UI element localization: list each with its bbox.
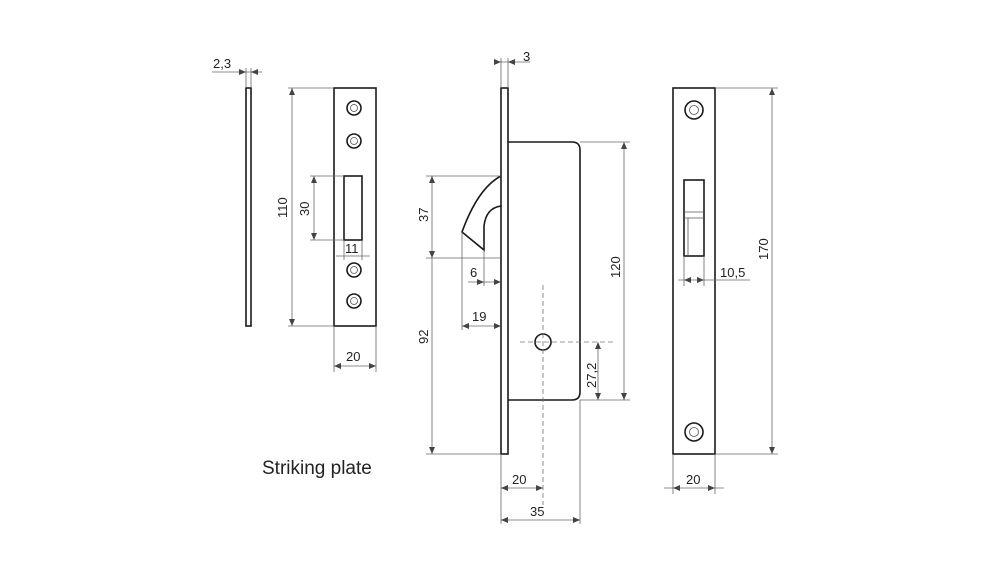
faceplate-front-view: 170 10,5 20 [664,87,778,494]
striking-plate-side-view: 2,3 [212,56,262,327]
striking-plate-front-view: 110 30 11 20 [275,87,377,372]
dim-backset-hook: 19 [472,309,486,324]
dim-faceplate-slot: 10,5 [720,265,745,280]
dim-case-height: 120 [608,256,623,278]
dim-faceplate-height: 170 [756,238,771,260]
dim-plate-slot-height: 30 [297,202,312,216]
caption-striking-plate: Striking plate [262,458,372,479]
dim-plate-height: 110 [275,197,290,218]
dim-faceplate-width: 20 [686,472,700,487]
dim-case-depth: 35 [530,504,544,519]
dim-bottom-to-hook: 92 [416,330,431,344]
dim-plate-slot-width: 11 [345,241,359,256]
dim-hook-throw: 6 [470,265,477,280]
dim-spindle-height: 27,2 [584,363,599,388]
dim-lock-face-thickness: 3 [523,49,530,64]
dim-hook-height: 37 [416,208,431,222]
dim-plate-thickness: 2,3 [213,56,231,71]
lock-body-side-view: 3 37 6 19 92 120 27,2 [416,49,630,524]
dim-plate-width: 20 [346,349,360,364]
dim-face-to-spindle: 20 [512,472,526,487]
